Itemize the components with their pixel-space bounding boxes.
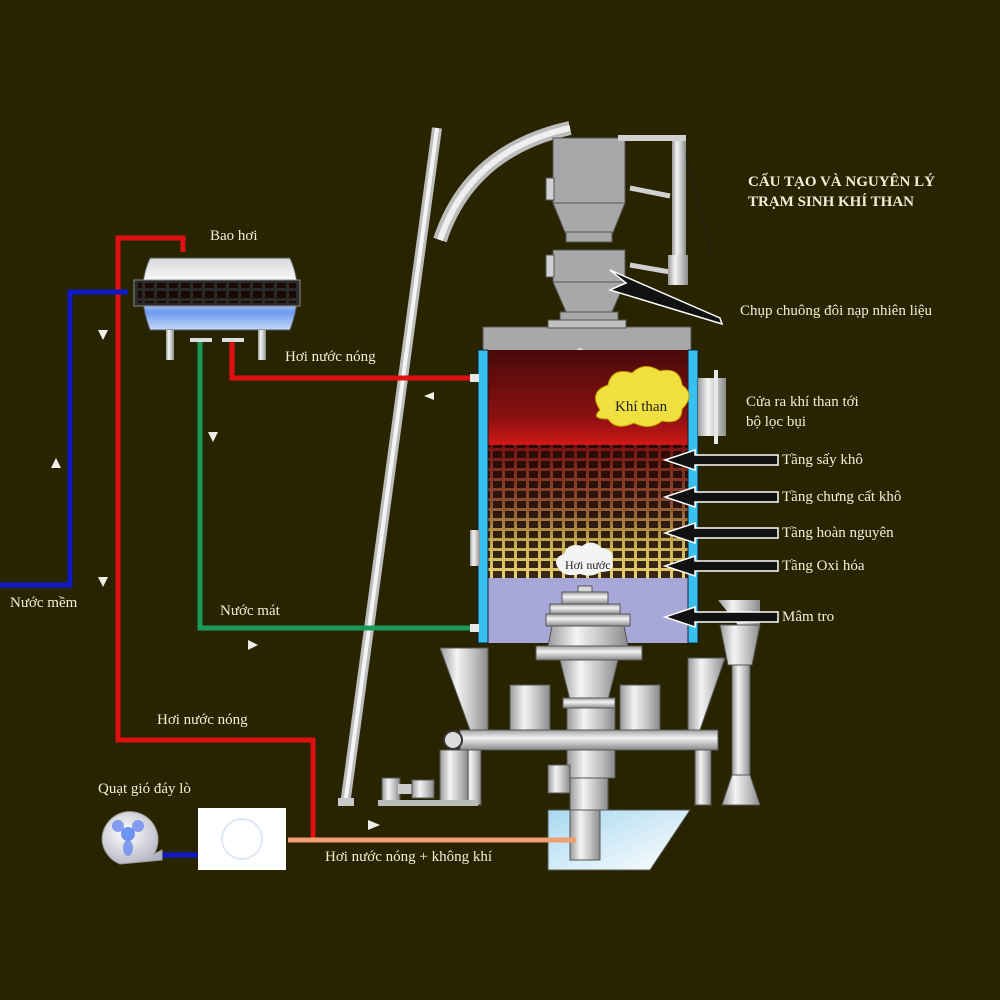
label-coal-gas: Khí than xyxy=(615,399,668,415)
diagram-title-line2: TRẠM SINH KHÍ THAN xyxy=(748,194,914,210)
feed-conveyor-pipe xyxy=(338,121,572,806)
label-hot-steam-bottom: Hơi nước nóng xyxy=(157,712,248,728)
reactor-wall-left xyxy=(477,349,489,644)
label-cool-water: Nước mát xyxy=(220,603,280,619)
ash-grate xyxy=(439,585,726,829)
callout-ash-pan: Mâm tro xyxy=(782,609,835,625)
coal-gas-cloud xyxy=(595,366,690,427)
label-steam-in-bed: Hơi nước xyxy=(565,558,611,572)
steam-cloud xyxy=(556,542,613,576)
side-cyclone xyxy=(718,600,761,806)
pipe-soft-water xyxy=(0,289,128,588)
callout-oxidation-layer: Tầng Oxi hóa xyxy=(782,558,865,574)
pipe-hot-steam xyxy=(115,235,475,838)
callout-gas-outlet-line2: bộ lọc bụi xyxy=(746,414,806,430)
diagram-title-line1: CẤU TẠO VÀ NGUYÊN LÝ xyxy=(748,174,935,190)
pipe-cool-water xyxy=(197,342,475,631)
air-heater-box xyxy=(198,808,286,870)
callout-feed-bell: Chụp chuông đôi nạp nhiên liệu xyxy=(740,303,933,319)
ash-motor xyxy=(378,777,478,806)
blower xyxy=(101,811,163,865)
label-blower: Quạt gió đáy lò xyxy=(98,781,191,797)
double-bell-feeder xyxy=(545,135,713,327)
label-steam-air-mix: Hơi nước nóng + không khí xyxy=(325,849,493,865)
callout-arrows xyxy=(607,269,779,629)
flow-arrows xyxy=(51,330,434,830)
label-soft-water: Nước mềm xyxy=(10,595,78,611)
reactor-top-plate xyxy=(482,326,692,352)
callout-gas-outlet: Cửa ra khí than tới xyxy=(746,394,859,410)
label-hot-steam-top: Hơi nước nóng xyxy=(285,349,376,365)
callout-distillation-layer: Tầng chưng cất khô xyxy=(782,489,902,505)
callout-drying-layer: Tầng sấy khô xyxy=(782,452,863,468)
steam-drum xyxy=(133,257,301,360)
gas-outlet-pipe xyxy=(698,370,726,444)
callout-reduction-layer: Tầng hoàn nguyên xyxy=(782,525,894,541)
label-steam-drum: Bao hơi xyxy=(210,228,258,244)
